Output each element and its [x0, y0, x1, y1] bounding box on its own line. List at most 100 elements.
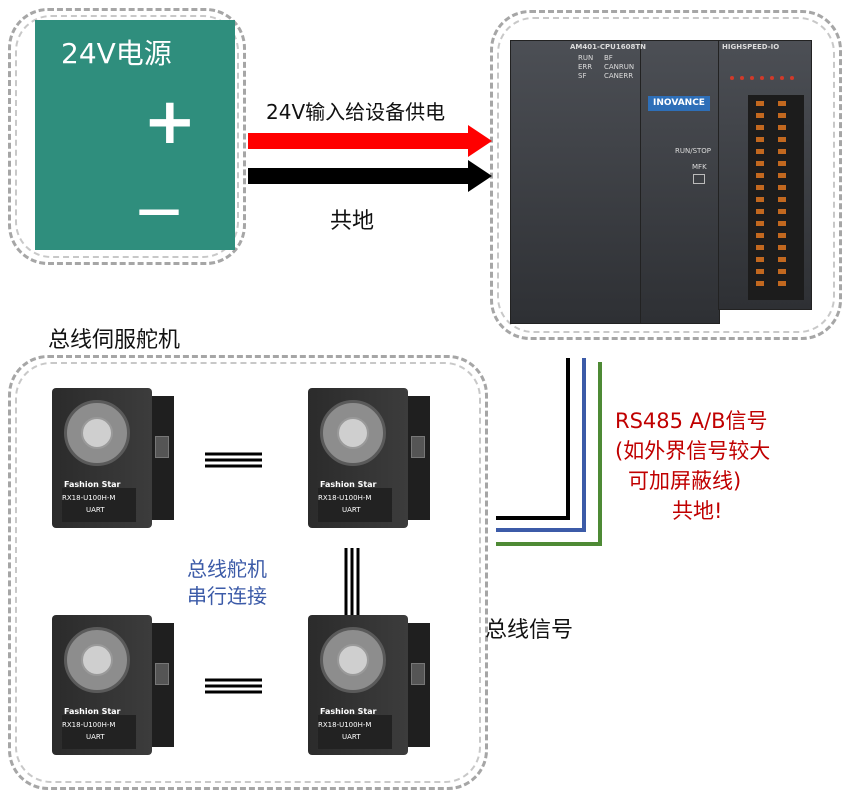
led-icon: [790, 76, 794, 80]
terminal-icon: [778, 149, 786, 154]
terminal-icon: [756, 173, 764, 178]
servo-brand: Fashion Star: [320, 707, 377, 716]
power-supply-group: [8, 8, 246, 265]
terminal-icon: [756, 257, 764, 262]
plc-status-sf: SF: [578, 72, 587, 80]
plc-run-stop-switch[interactable]: RUN/STOP: [675, 147, 712, 155]
terminal-icon: [778, 185, 786, 190]
positive-terminal-icon: +: [143, 85, 197, 159]
negative-terminal-icon: —: [137, 184, 181, 235]
servo-label-plate: [318, 488, 392, 522]
terminal-icon: [778, 257, 786, 262]
plc-mfk-button[interactable]: MFK: [692, 163, 707, 171]
servo-motor: Fashion Star RX18-U100H-M UART: [308, 388, 430, 528]
servo-interface: UART: [342, 506, 361, 514]
terminal-icon: [756, 161, 764, 166]
plc-terminal-block: [748, 95, 804, 300]
led-icon: [780, 76, 784, 80]
servo-chain-connector-bottom: [205, 678, 262, 694]
led-icon: [750, 76, 754, 80]
rs485-note-line1: RS485 A/B信号: [615, 409, 768, 433]
servo-group: [8, 355, 488, 790]
plc-cpu-module: [510, 40, 642, 324]
servo-side: [408, 396, 430, 520]
rs485-note-line4: 共地!: [672, 499, 723, 523]
servo-chain-connector-top: [205, 452, 262, 468]
plc-usb-icon: [693, 174, 705, 184]
terminal-icon: [756, 137, 764, 142]
servo-model: RX18-U100H-M: [318, 494, 372, 502]
servo-label-plate: [318, 715, 392, 749]
plc-led-row: [730, 76, 800, 82]
plc-status-canrun: CANRUN: [604, 63, 635, 71]
servo-side: [152, 396, 174, 520]
servo-horn-icon: [320, 400, 386, 466]
terminal-icon: [778, 269, 786, 274]
servo-port-icon: [155, 436, 169, 458]
plc-brand-logo: INOVANCE: [648, 96, 710, 111]
terminal-icon: [778, 281, 786, 286]
power-wire-label: 24V输入给设备供电: [266, 100, 446, 124]
servo-brand: Fashion Star: [64, 707, 121, 716]
servo-brand: Fashion Star: [320, 480, 377, 489]
terminal-icon: [778, 233, 786, 238]
servo-motor: Fashion Star RX18-U100H-M UART: [52, 388, 174, 528]
servo-hub-icon: [81, 644, 113, 676]
servo-interface: UART: [86, 506, 105, 514]
terminal-icon: [778, 137, 786, 142]
power-wire: [248, 125, 492, 157]
terminal-icon: [756, 269, 764, 274]
terminal-icon: [756, 185, 764, 190]
servo-motor: Fashion Star RX18-U100H-M UART: [308, 615, 430, 755]
terminal-icon: [778, 197, 786, 202]
led-icon: [760, 76, 764, 80]
rs485-note-line2: (如外界信号较大: [615, 439, 771, 463]
servo-chain-label-line2: 串行连接: [187, 584, 267, 608]
led-icon: [730, 76, 734, 80]
terminal-icon: [778, 245, 786, 250]
servo-hub-icon: [81, 417, 113, 449]
terminal-icon: [756, 113, 764, 118]
servo-port-icon: [155, 663, 169, 685]
power-supply: 24V电源 + —: [35, 20, 235, 250]
servo-brand: Fashion Star: [64, 480, 121, 489]
terminal-icon: [756, 281, 764, 286]
servo-port-icon: [411, 663, 425, 685]
plc-model-label: AM401-CPU1608TN: [570, 43, 646, 51]
terminal-icon: [756, 209, 764, 214]
plc-status-canerr: CANERR: [604, 72, 634, 80]
servo-port-icon: [411, 436, 425, 458]
led-icon: [740, 76, 744, 80]
terminal-icon: [756, 101, 764, 106]
servo-side: [152, 623, 174, 747]
terminal-icon: [756, 233, 764, 238]
servo-model: RX18-U100H-M: [62, 494, 116, 502]
terminal-icon: [756, 149, 764, 154]
terminal-icon: [756, 197, 764, 202]
plc-status-run: RUN: [578, 54, 594, 62]
bus-signal-label: 总线信号: [485, 618, 574, 643]
terminal-icon: [778, 101, 786, 106]
servo-label-plate: [62, 715, 136, 749]
servo-chain-connector-vertical: [344, 548, 360, 620]
terminal-icon: [756, 125, 764, 130]
servo-hub-icon: [337, 417, 369, 449]
terminal-icon: [778, 125, 786, 130]
servo-horn-icon: [64, 627, 130, 693]
servo-side: [408, 623, 430, 747]
plc-io-label: HIGHSPEED-IO: [722, 43, 780, 51]
terminal-icon: [778, 113, 786, 118]
servo-interface: UART: [342, 733, 361, 741]
rs485-note-line3: 可加屏蔽线): [628, 469, 742, 493]
servo-motor: Fashion Star RX18-U100H-M UART: [52, 615, 174, 755]
plc-status-err: ERR: [578, 63, 593, 71]
plc-front-module: [640, 40, 720, 324]
servo-model: RX18-U100H-M: [62, 721, 116, 729]
servo-chain-label-line1: 总线舵机: [187, 557, 267, 581]
servo-section-title: 总线伺服舵机: [48, 328, 181, 353]
terminal-icon: [756, 245, 764, 250]
terminal-icon: [778, 209, 786, 214]
plc-status-bf: BF: [604, 54, 613, 62]
plc-group: [490, 10, 842, 340]
terminal-icon: [756, 221, 764, 226]
